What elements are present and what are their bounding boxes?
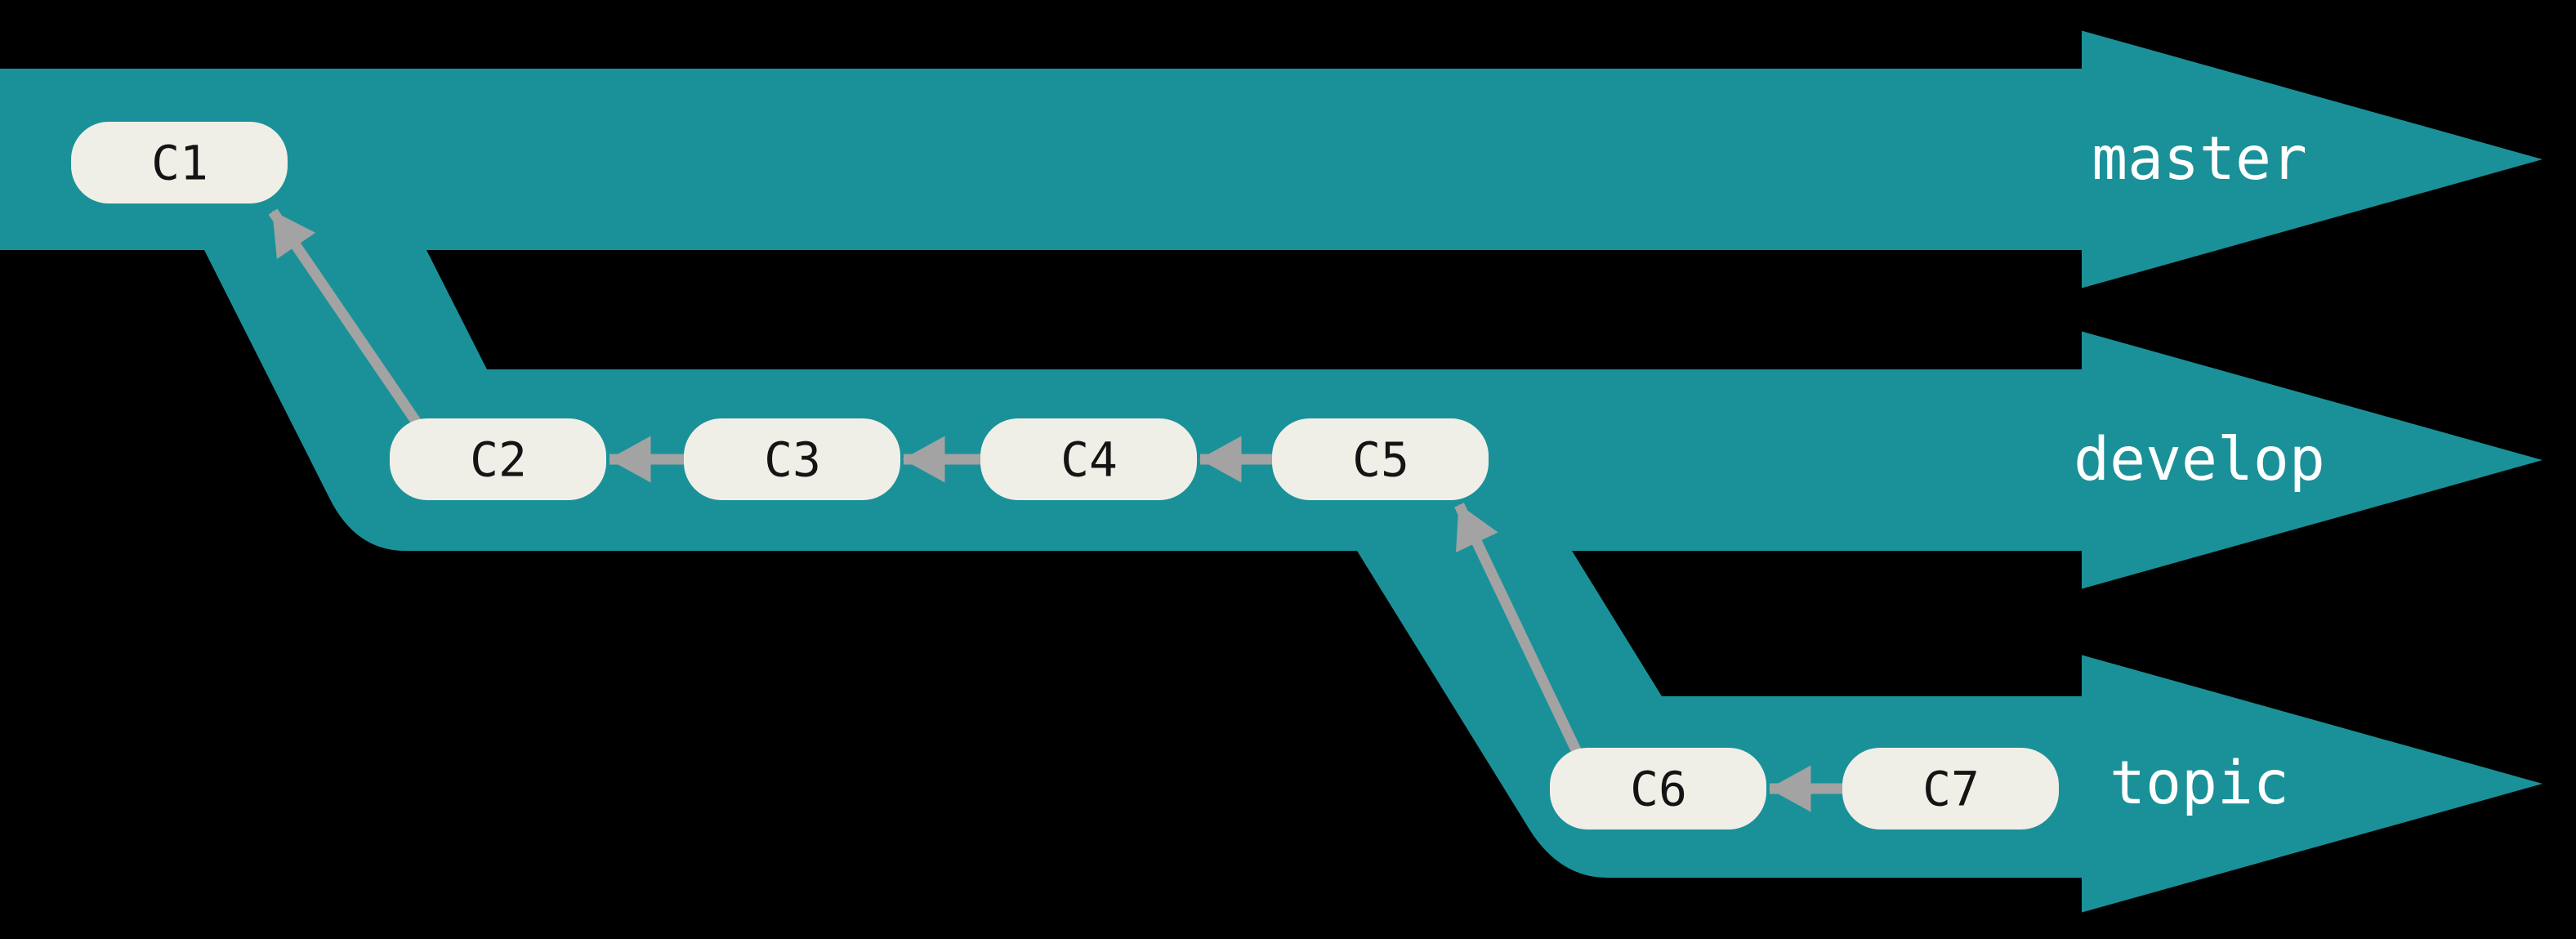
branch-labels: master develop topic xyxy=(2074,124,2325,818)
commit-label-c3: C3 xyxy=(764,431,821,487)
commit-capsule-c6 xyxy=(1550,748,1766,829)
commit-capsule-c4 xyxy=(980,418,1197,500)
commit-nodes: C1 C2 C3 C4 C5 C6 C7 xyxy=(71,122,2059,829)
commit-capsule-c7 xyxy=(1842,748,2059,829)
commit-node-c1: C1 xyxy=(71,122,288,203)
commit-capsule-c2 xyxy=(390,418,606,500)
commit-label-c7: C7 xyxy=(1922,761,1980,816)
branch-label-develop: develop xyxy=(2074,425,2325,494)
commit-capsule-c1 xyxy=(71,122,288,203)
commit-capsule-c5 xyxy=(1272,418,1489,500)
branch-label-master: master xyxy=(2092,124,2307,194)
branch-arrow-master xyxy=(0,30,2543,288)
commit-node-c4: C4 xyxy=(980,418,1197,500)
commit-node-c3: C3 xyxy=(684,418,900,500)
commit-label-c1: C1 xyxy=(151,135,208,190)
branch-arrow-topic xyxy=(1357,551,2543,913)
commit-node-c7: C7 xyxy=(1842,748,2059,829)
commit-capsule-c3 xyxy=(684,418,900,500)
commit-label-c5: C5 xyxy=(1352,431,1409,487)
branch-label-topic: topic xyxy=(2109,749,2289,818)
commit-label-c4: C4 xyxy=(1060,431,1118,487)
commit-edges xyxy=(268,208,1843,812)
commit-node-c2: C2 xyxy=(390,418,606,500)
commit-node-c6: C6 xyxy=(1550,748,1766,829)
edge-c6-c5 xyxy=(1454,503,1582,754)
commit-label-c2: C2 xyxy=(470,431,527,487)
edge-c2-c1 xyxy=(268,208,422,426)
commit-label-c6: C6 xyxy=(1630,761,1687,816)
commit-node-c5: C5 xyxy=(1272,418,1489,500)
